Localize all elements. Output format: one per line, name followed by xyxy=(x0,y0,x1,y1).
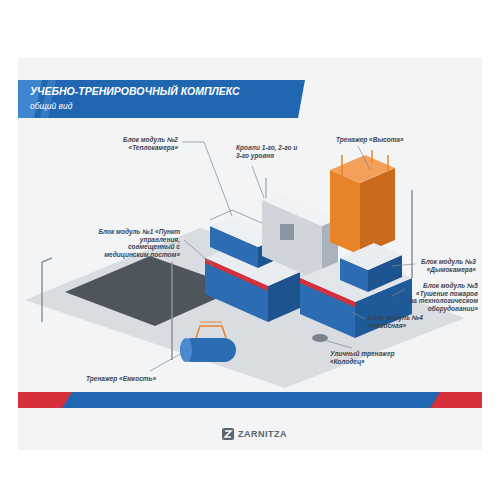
poster-ground xyxy=(18,58,482,450)
callout-label: Тренажер «Емкость» xyxy=(86,375,166,383)
logo-glyph xyxy=(225,431,231,437)
frame-roof xyxy=(262,193,338,226)
tower-wall xyxy=(330,170,360,255)
tower-frame xyxy=(341,155,343,176)
footer-band xyxy=(18,392,482,408)
tank-body xyxy=(180,338,236,362)
leader-line xyxy=(392,289,405,296)
title-band xyxy=(18,80,305,118)
callout-label: Блок модуль №3 «Дымокамера» xyxy=(418,258,476,273)
leader-line xyxy=(150,352,184,371)
tank-stairs xyxy=(196,326,226,338)
poster-title: УЧЕБНО-ТРЕНИРОВОЧНЫЙ КОМПЛЕКС xyxy=(30,85,240,97)
leader-line xyxy=(182,142,232,216)
lamp-arm xyxy=(42,258,52,262)
callout-label: Тренажер «Высота» xyxy=(336,136,414,144)
frame-opening xyxy=(280,224,294,240)
tower-frame xyxy=(387,155,389,172)
lamp-post xyxy=(171,262,173,360)
callout-label: Блок модуль №5 «Тушение пожаров на техно… xyxy=(408,282,478,313)
lamp-post xyxy=(411,190,413,278)
callout-label: Блок модуль №4 «Насосная» xyxy=(368,314,430,329)
logo-icon xyxy=(222,428,234,440)
tank-end xyxy=(180,338,192,362)
leader-line xyxy=(184,240,214,266)
tower-wall xyxy=(360,168,395,255)
callout-label: Блок модуль №2 «Теплокамера» xyxy=(118,136,178,151)
logo-wordmark: ZARNITZA xyxy=(238,429,287,439)
callout-label: Уличный тренажер «Колодец» xyxy=(330,350,402,365)
callout-label: Кровли 1-го, 2-го и 3-го уровня xyxy=(236,144,298,159)
tower-top xyxy=(330,155,395,183)
leader-line xyxy=(358,146,370,170)
callout-label: Блок модуль №1 «Пункт управления, совмещ… xyxy=(96,228,180,259)
tank-railing xyxy=(200,322,222,323)
poster-subtitle: общий вид xyxy=(30,101,72,111)
leader-line xyxy=(324,340,352,348)
leader-line xyxy=(252,166,264,198)
footer-stripe xyxy=(430,392,482,408)
leader-line xyxy=(392,264,415,266)
leader-line xyxy=(352,312,365,319)
tower-frame xyxy=(371,150,373,163)
lamp-post xyxy=(41,262,43,322)
footer-stripe xyxy=(18,392,72,408)
